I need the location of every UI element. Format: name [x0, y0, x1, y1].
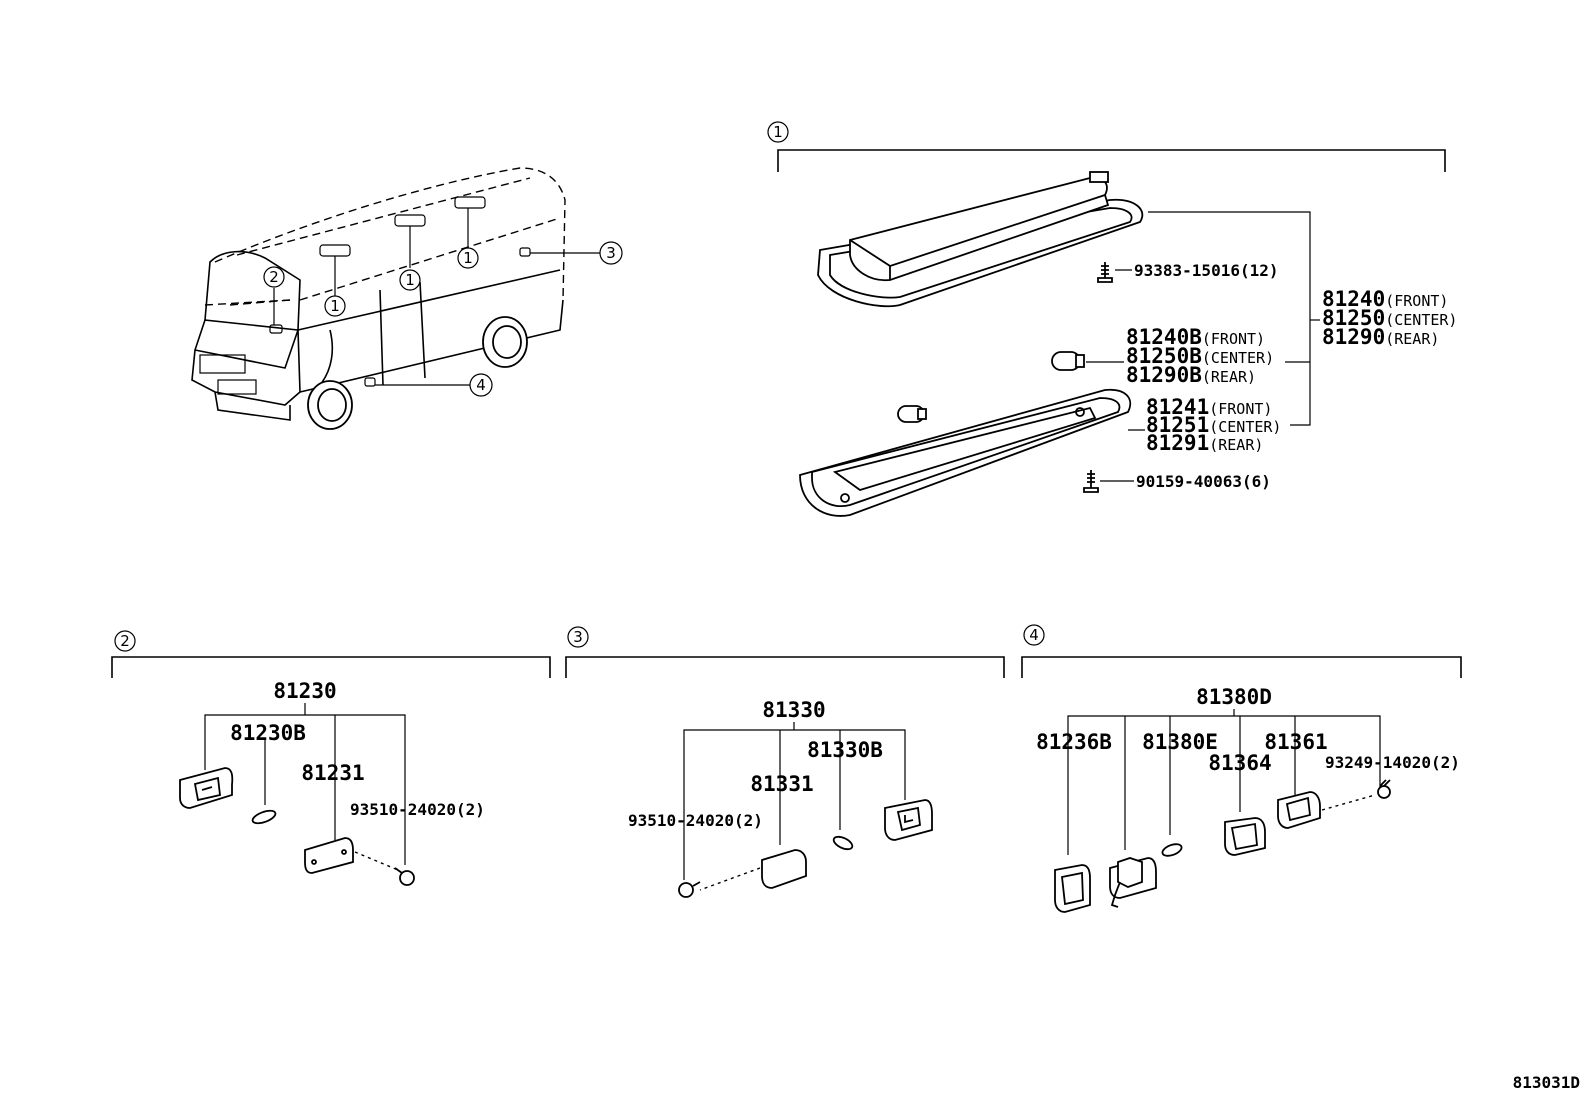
- group-4-assembly-part-number: 81380D: [1196, 685, 1272, 709]
- bulb-icon: [1161, 843, 1183, 857]
- group-4-screw-part-number: 93249-14020(2): [1325, 753, 1460, 772]
- bus-callout-2: [263, 266, 285, 288]
- bus-callout-1b: [399, 269, 421, 291]
- socket-icon: [1109, 857, 1157, 908]
- group-4-lens-b-part-number: 81361: [1264, 730, 1327, 754]
- group-3-screw-part-number: 93510-24020(2): [628, 811, 763, 830]
- group-2-bulb-part-number: 81230B: [230, 721, 306, 745]
- group-1-bracket: [777, 149, 1446, 172]
- lens-part-number-center: 81251(CENTER): [1146, 413, 1281, 437]
- group-3-side-lamp: 3 81330 81330B 81331 93510-24020(2): [565, 626, 1005, 898]
- group-2-screw-part-number: 93510-24020(2): [350, 800, 485, 819]
- bus-callout-3-label: 3: [606, 244, 616, 262]
- bus-callout-1a-label: 1: [330, 297, 340, 315]
- lens-part-number-front: 81241(FRONT): [1146, 395, 1272, 419]
- lens-part-number-rear: 81291(REAR): [1146, 431, 1263, 455]
- diagram-code: 813031D: [1513, 1073, 1580, 1092]
- lens-icon: [304, 837, 354, 874]
- lens-b-icon: [1277, 791, 1321, 829]
- bus-callout-1b-label: 1: [405, 271, 415, 289]
- group-4-bulb-part-number: 81380E: [1142, 730, 1218, 754]
- bulb-part-number-front: 81240B(FRONT): [1126, 325, 1265, 349]
- group-4-bracket: [1021, 656, 1462, 678]
- assembly-part-number-center: 81250(CENTER): [1322, 306, 1457, 330]
- group-1-roof-lamp: 1 93383-15016(12): [767, 121, 1457, 517]
- screw-top-icon: [1097, 262, 1113, 283]
- screw-top-part-number: 93383-15016(12): [1134, 261, 1279, 280]
- roof-lamp-housing: [817, 171, 1144, 308]
- group-2-bracket: [111, 656, 551, 678]
- group-3-lens-part-number: 81331: [750, 772, 813, 796]
- socket-icon: [179, 767, 234, 809]
- group-2-callout: [114, 630, 136, 652]
- group-3-assembly-part-number: 81330: [762, 698, 825, 722]
- group-4-lens-a-part-number: 81364: [1208, 751, 1271, 775]
- gasket-icon: [1054, 864, 1091, 913]
- bulb-small-icon: [897, 405, 927, 423]
- group-4-socket-part-number: 81236B: [1036, 730, 1112, 754]
- group-2-front-lamp: 2 81230 81230B 81231 93510-24020(2): [111, 630, 551, 886]
- bulb-part-number-rear: 81290B(REAR): [1126, 363, 1256, 387]
- group-1-callout-label: 1: [773, 123, 783, 141]
- bulb-part-number-center: 81250B(CENTER): [1126, 344, 1274, 368]
- screw-icon: [678, 881, 701, 898]
- bus-illustration: 1 1 1 2 3 4: [191, 167, 623, 430]
- bulb-icon: [1051, 351, 1085, 371]
- assembly-part-number-rear: 81290(REAR): [1322, 325, 1439, 349]
- roof-lamp-lens: [799, 388, 1132, 517]
- lens-icon: [761, 849, 807, 889]
- bus-callout-2-label: 2: [269, 268, 279, 286]
- bus-callout-1c: [457, 247, 479, 269]
- group-4-callout-label: 4: [1029, 626, 1039, 644]
- bulb-icon: [251, 809, 277, 825]
- socket-icon: [884, 799, 933, 841]
- bus-callout-1c-label: 1: [463, 249, 473, 267]
- lens-a-icon: [1224, 817, 1266, 856]
- group-4-callout: [1023, 624, 1045, 646]
- bus-callout-4: [469, 373, 493, 397]
- bus-callout-1a: [324, 295, 346, 317]
- screw-icon: [394, 867, 415, 886]
- group-3-bulb-part-number: 81330B: [807, 738, 883, 762]
- bulb-icon: [832, 835, 854, 851]
- screw-bottom-icon: [1083, 470, 1099, 493]
- screw-icon: [1377, 779, 1391, 799]
- group-2-lens-part-number: 81231: [301, 761, 364, 785]
- bus-callout-4-label: 4: [476, 376, 486, 394]
- group-4-step-lamp: 4 81380D 81236B 81380E 81364 81361 93249…: [1021, 624, 1462, 913]
- bus-callout-3: [599, 241, 623, 265]
- group-3-callout: [567, 626, 589, 648]
- group-2-callout-label: 2: [120, 632, 130, 650]
- group-2-assembly-part-number: 81230: [273, 679, 336, 703]
- group-1-callout: [767, 121, 789, 143]
- group-3-callout-label: 3: [573, 628, 583, 646]
- screw-bottom-part-number: 90159-40063(6): [1136, 472, 1271, 491]
- group-3-bracket: [565, 656, 1005, 678]
- assembly-part-number-front: 81240(FRONT): [1322, 287, 1448, 311]
